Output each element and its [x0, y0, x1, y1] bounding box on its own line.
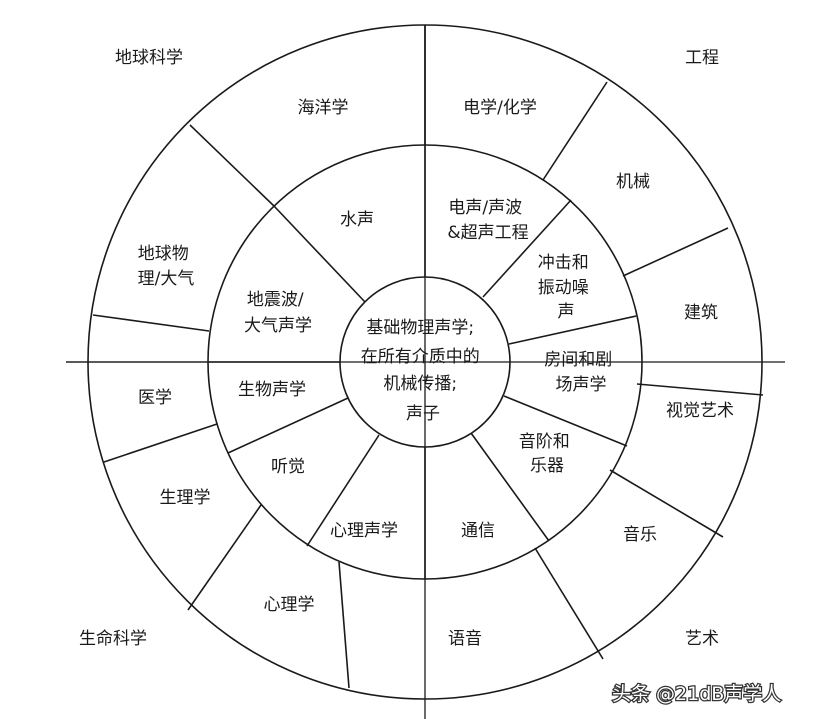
inner-label-communication: 通信 — [461, 521, 495, 541]
outer-divider-5 — [609, 469, 724, 538]
outer-label-music: 音乐 — [623, 525, 657, 545]
inner-label-line: 声 — [558, 302, 575, 322]
center-line: 声子 — [406, 404, 440, 424]
outer-label-medicine: 医学 — [138, 388, 172, 408]
inner-label-shock-vibration: 冲击和 振动噪 声 — [538, 253, 594, 322]
inner-divider-3 — [508, 315, 637, 345]
outer-label-mechanical: 机械 — [616, 172, 650, 192]
inner-label-psychoacoustics: 心理声学 — [330, 521, 398, 541]
center-line: 基础物理声学; — [366, 318, 474, 338]
inner-label-line: 房间和剧 — [544, 350, 612, 370]
quadrant-life-sciences: 生命科学 — [79, 629, 147, 649]
inner-label-room-acoustics: 房间和剧 场声学 — [544, 350, 617, 395]
inner-label-bioacoustics: 生物声学 — [238, 380, 306, 400]
outer-label-oceanography: 海洋学 — [298, 98, 349, 118]
watermark: 头条 @21dB声学人 — [612, 683, 781, 705]
inner-divider-4 — [503, 395, 628, 447]
outer-divider-9 — [103, 423, 218, 463]
outer-label-electrical-chemical: 电学/化学 — [463, 98, 537, 118]
center-line: 在所有介质中的 — [361, 347, 480, 367]
inner-label-line: 电声/声波 — [448, 198, 522, 218]
inner-label-line: 乐器 — [530, 456, 564, 476]
inner-label-seismic-atmospheric: 地震波/ 大气声学 — [244, 290, 312, 336]
quadrant-arts: 艺术 — [685, 629, 719, 649]
outer-divider-8 — [187, 504, 262, 611]
inner-label-line: 冲击和 — [538, 253, 589, 273]
inner-divider-10 — [273, 205, 366, 303]
inner-label-electroacoustics: 电声/声波 &超声工程 — [447, 198, 528, 243]
inner-label-hearing: 听觉 — [271, 457, 305, 477]
inner-divider-8 — [227, 397, 349, 454]
quadrant-earth-sciences: 地球科学 — [115, 48, 183, 68]
inner-label-line: 场声学 — [556, 375, 607, 395]
inner-divider-7 — [306, 434, 380, 547]
inner-label-line: &超声工程 — [447, 223, 528, 243]
outer-divider-7 — [338, 561, 350, 689]
outer-label-architecture: 建筑 — [684, 303, 718, 323]
outer-divider-4 — [636, 383, 764, 396]
outer-divider-10 — [92, 314, 210, 332]
outer-label-line: 理/大气 — [138, 269, 195, 289]
outer-label-geophysics: 地球物 理/大气 — [138, 244, 195, 289]
inner-label-line: 振动噪 — [538, 278, 589, 298]
inner-label-line: 大气声学 — [244, 316, 312, 336]
inner-label-musical-instruments: 音阶和 乐器 — [519, 432, 575, 476]
inner-divider-5 — [470, 432, 550, 542]
inner-label-line: 地震波/ — [247, 290, 304, 310]
outer-label-line: 地球物 — [138, 244, 189, 264]
outer-label-physiology: 生理学 — [160, 488, 211, 508]
inner-label-line: 音阶和 — [519, 432, 570, 452]
quadrant-engineering: 工程 — [685, 48, 719, 68]
center-label: 基础物理声学; 在所有介质中的 机械传播; 声子 — [361, 318, 485, 424]
center-line: 机械传播; — [383, 374, 457, 394]
outer-divider-6 — [534, 547, 604, 660]
outer-label-visual-arts: 视觉艺术 — [666, 401, 734, 421]
inner-label-underwater: 水声 — [340, 210, 374, 230]
outer-label-speech: 语音 — [448, 629, 482, 649]
outer-divider-11 — [189, 124, 275, 207]
outer-label-psychology: 心理学 — [264, 595, 315, 615]
outer-divider-2 — [542, 81, 608, 181]
outer-divider-3 — [622, 227, 729, 277]
inner-divider-2 — [482, 199, 572, 298]
